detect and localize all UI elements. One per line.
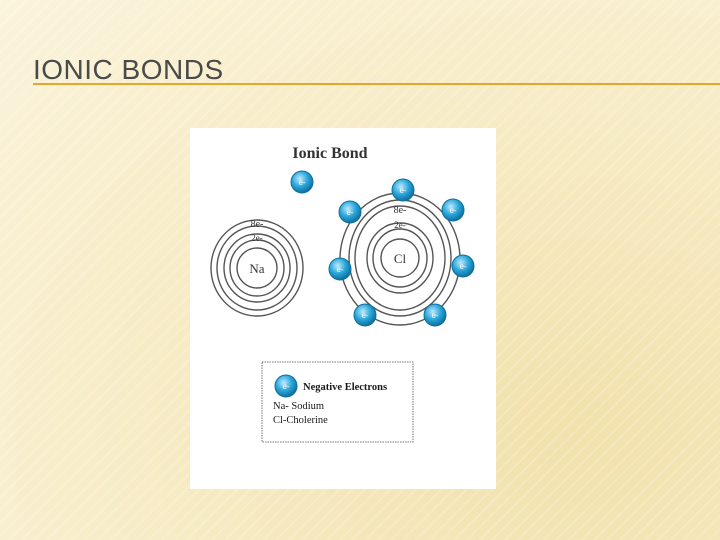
chlorine-outer-shell-label: 8e- — [394, 205, 407, 216]
ionic-bond-diagram: Ionic Bond Na 8e- 2e- Cl 8e- 2e- e- — [210, 145, 475, 443]
sodium-outer-shell-label: 8e- — [251, 219, 264, 230]
chlorine-shell-2a — [354, 205, 446, 311]
sodium-shell-1a — [229, 239, 285, 297]
chlorine-inner-shell-label: 2e- — [394, 220, 406, 230]
ionic-bond-figure: Ionic Bond Na 8e- 2e- Cl 8e- 2e- e- — [190, 128, 496, 489]
electron-label: e- — [399, 186, 406, 195]
chlorine-nucleus-ring — [380, 238, 420, 278]
chlorine-shell-1b — [366, 222, 434, 294]
legend: e- Negative Electrons Na- Sodium Cl-Chol… — [261, 361, 414, 443]
title-underline — [33, 83, 720, 85]
sodium-shell-2a — [216, 225, 298, 311]
electron-label: e- — [361, 311, 368, 320]
sodium-shell-1b — [223, 233, 291, 303]
sodium-inner-shell-label: 2e- — [251, 233, 263, 243]
chlorine-symbol: Cl — [394, 251, 407, 266]
electron-label: e- — [449, 206, 456, 215]
electron: e- — [353, 303, 377, 327]
sodium-symbol: Na — [249, 261, 264, 276]
sodium-atom — [210, 219, 304, 317]
sodium-nucleus-ring — [236, 247, 278, 289]
diagram-title: Ionic Bond — [292, 145, 367, 162]
electron: e- — [441, 198, 465, 222]
slide-title: IONIC BONDS — [33, 54, 224, 85]
legend-electron: e- — [274, 374, 298, 398]
electron-label: e- — [459, 262, 466, 271]
legend-electron-label: e- — [282, 382, 289, 391]
electron-label: e- — [346, 208, 353, 217]
chlorine-shell-1a — [372, 228, 428, 288]
sodium-shell-2b — [210, 219, 304, 317]
electron: e- — [328, 257, 352, 281]
electron: e- — [391, 178, 415, 202]
electron: e- — [423, 303, 447, 327]
electron-label: e- — [431, 311, 438, 320]
legend-negative-electrons: Negative Electrons — [303, 382, 387, 393]
electron: e- — [290, 170, 314, 194]
electron: e- — [338, 200, 362, 224]
legend-chlorine: Cl-Cholerine — [273, 415, 328, 426]
electron-label: e- — [336, 265, 343, 274]
electron-label: e- — [298, 178, 305, 187]
electron: e- — [451, 254, 475, 278]
legend-sodium: Na- Sodium — [273, 401, 324, 412]
